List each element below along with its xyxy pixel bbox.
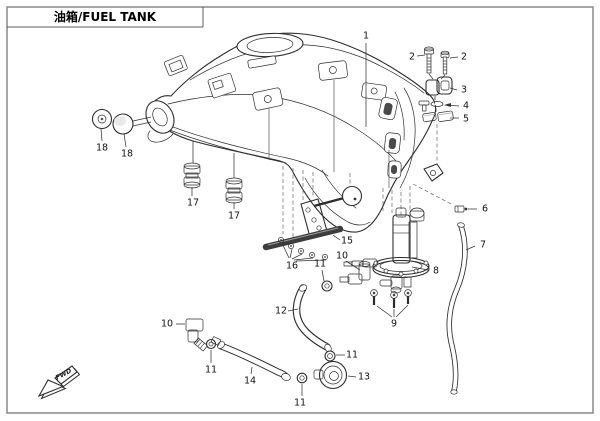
part-elbow-fitting-lower xyxy=(185,318,222,352)
part-breather-hose xyxy=(446,222,468,395)
part-fuel-tank xyxy=(145,32,444,233)
title-block: 油箱/FUEL TANK xyxy=(7,7,204,28)
callout-part-8: 8 xyxy=(433,266,439,277)
callout-part-10: 10 xyxy=(336,251,348,262)
callout-part-17: 17 xyxy=(187,198,199,209)
callout-part-7: 7 xyxy=(480,240,486,251)
assembly-guide-lines xyxy=(282,124,454,238)
callout-part-3: 3 xyxy=(461,85,467,96)
callout-part-6: 6 xyxy=(482,204,488,215)
part-hose-upper xyxy=(292,284,332,353)
callout-part-11: 11 xyxy=(314,259,326,270)
callout-part-9: 9 xyxy=(391,319,397,330)
filler-opening xyxy=(236,32,304,58)
part-clamp-mid xyxy=(324,350,336,362)
callout-part-17: 17 xyxy=(228,211,240,222)
callout-part-11: 11 xyxy=(346,350,358,361)
part-elbow-fitting-upper xyxy=(339,261,393,287)
callout-part-13: 13 xyxy=(358,372,370,383)
part-plug xyxy=(454,205,465,213)
part-dampers xyxy=(183,141,243,204)
callout-part-14: 14 xyxy=(244,376,256,387)
part-rubber-pads xyxy=(422,110,454,123)
callout-part-16: 16 xyxy=(286,261,298,272)
callout-part-11: 11 xyxy=(205,365,217,376)
callout-part-1: 1 xyxy=(363,31,369,42)
callout-part-2: 2 xyxy=(461,52,467,63)
tank-nose-loop xyxy=(145,100,175,143)
callout-part-18: 18 xyxy=(121,149,133,160)
callout-part-12: 12 xyxy=(275,306,287,317)
part-clamp-upper xyxy=(321,280,333,292)
callout-part-5: 5 xyxy=(463,114,469,125)
part-washers xyxy=(418,100,444,112)
callout-part-10: 10 xyxy=(161,319,173,330)
callout-part-11: 11 xyxy=(294,398,306,409)
part-clamp-bottom xyxy=(296,372,308,384)
part-sender-screws xyxy=(278,237,328,260)
fwd-arrow-icon: FWD xyxy=(37,365,81,400)
part-grommets xyxy=(91,108,152,135)
diagram-title: 油箱/FUEL TANK xyxy=(54,9,157,24)
callout-part-2: 2 xyxy=(409,52,415,63)
callout-part-15: 15 xyxy=(341,236,353,247)
callout-part-18: 18 xyxy=(96,143,108,154)
callout-part-4: 4 xyxy=(463,101,469,112)
callout-leader-lines xyxy=(100,43,477,396)
part-mount-bolts xyxy=(424,46,450,80)
part-pump-bolts xyxy=(370,289,412,308)
part-tank-bracket xyxy=(425,76,453,112)
part-fuel-pump xyxy=(343,207,430,294)
part-fuel-filter xyxy=(313,360,348,390)
part-hose-lower xyxy=(217,341,291,381)
